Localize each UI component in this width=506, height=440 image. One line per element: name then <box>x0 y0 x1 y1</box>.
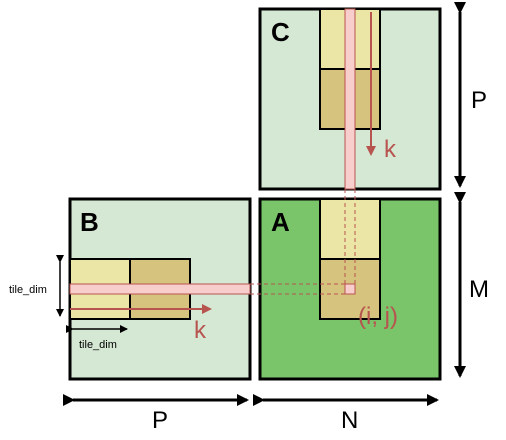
matrix-b: B k <box>68 197 252 381</box>
tile-dim-annotations: tile_dim tile_dim <box>9 255 128 351</box>
matrix-a-tile-top <box>319 198 381 260</box>
dim-n-bottom-label: N <box>341 407 358 434</box>
dim-m-right-label: M <box>469 276 489 303</box>
matrix-c-label: C <box>271 17 290 47</box>
tile-dim-vertical-label: tile_dim <box>9 284 47 296</box>
matrix-a-cell-ij <box>344 283 356 295</box>
matrix-c: C k <box>258 7 442 191</box>
matrix-a-label: A <box>271 207 290 237</box>
dimension-arrows: P M P N <box>63 2 489 434</box>
matrix-c-k-label: k <box>384 136 397 163</box>
matrix-a-cell-label: (i, j) <box>358 303 398 330</box>
matrix-b-row-strip <box>69 283 251 295</box>
dim-p-bottom-label: P <box>152 407 168 434</box>
matrix-c-column-strip <box>344 8 356 190</box>
matrix-a: A (i, j) <box>250 189 442 381</box>
matrix-b-k-label: k <box>194 317 207 344</box>
matrix-b-label: B <box>80 207 99 237</box>
tile-dim-horizontal-label: tile_dim <box>79 339 117 351</box>
dim-p-right-label: P <box>471 87 487 114</box>
